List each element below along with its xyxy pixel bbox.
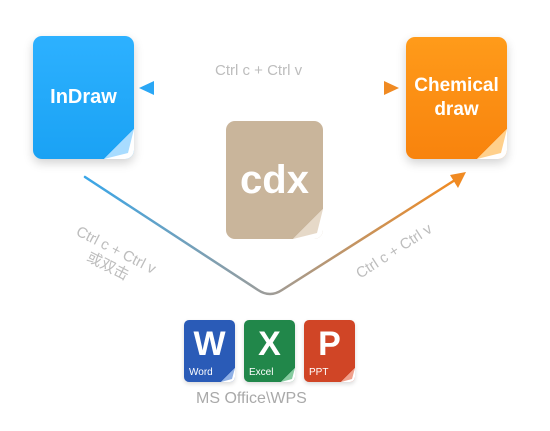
page-fold-icon — [477, 129, 507, 159]
excel-letter: X — [258, 325, 281, 363]
page-fold-icon — [104, 129, 134, 159]
page-fold-icon — [341, 368, 355, 382]
arrowhead-left — [139, 81, 154, 95]
chemical-draw-label-line2: draw — [434, 99, 479, 120]
v-connector-line — [83, 175, 457, 296]
chemical-draw-document-icon: Chemical draw — [406, 37, 507, 159]
cdx-document-icon: cdx — [226, 121, 323, 239]
arrowhead-up-right — [450, 172, 466, 188]
chemical-draw-label-line1: Chemical — [414, 75, 499, 97]
ppt-name: PPT — [309, 367, 329, 378]
ppt-letter: P — [318, 325, 341, 363]
page-fold-icon — [293, 209, 323, 239]
cdx-label: cdx — [240, 158, 309, 202]
excel-app-icon: X Excel — [244, 320, 295, 382]
top-connection-label: Ctrl c + Ctrl v — [215, 62, 303, 79]
indraw-document-icon: InDraw — [33, 36, 134, 159]
ppt-app-icon: P PPT — [304, 320, 355, 382]
page-fold-icon — [221, 368, 235, 382]
office-suite-label: MS Office\WPS — [196, 390, 307, 407]
arrowhead-right — [384, 81, 399, 95]
indraw-label: InDraw — [50, 86, 117, 108]
word-letter: W — [193, 325, 226, 363]
chemical-draw-label: Chemical draw — [414, 74, 498, 122]
page-fold-icon — [281, 368, 295, 382]
excel-name: Excel — [249, 367, 274, 378]
word-name: Word — [189, 367, 213, 378]
word-app-icon: W Word — [184, 320, 235, 382]
